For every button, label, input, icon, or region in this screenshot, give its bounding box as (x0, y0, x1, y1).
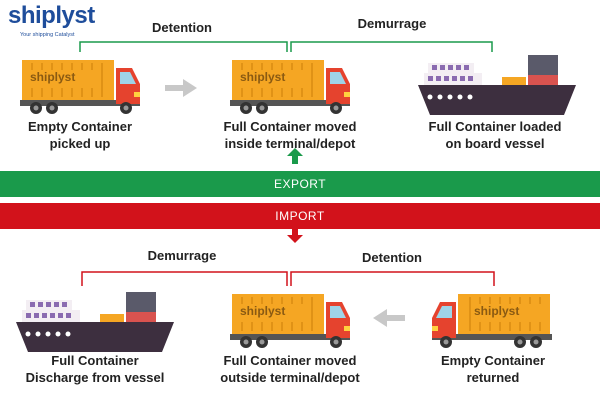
caption-line: Full Container loaded (428, 119, 562, 134)
import-detention-bracket (290, 271, 495, 286)
export-step3-caption: Full Container loaded on board vessel (410, 118, 580, 152)
export-demurrage-label: Demurrage (357, 16, 427, 31)
export-truck-empty-icon (19, 59, 141, 115)
container-brand-label: shiplyst (240, 304, 285, 318)
export-demurrage-bracket (290, 41, 493, 52)
caption-line: picked up (49, 136, 111, 151)
arrow-down-icon (287, 229, 303, 243)
container-brand-label: shiplyst (30, 70, 75, 84)
caption-line: Full Container (51, 353, 139, 368)
logo-tagline: Your shipping Catalyst (20, 32, 75, 38)
import-detention-label: Detention (362, 250, 422, 265)
caption-line: outside terminal/depot (220, 370, 360, 385)
arrow-right-icon (165, 79, 197, 97)
import-band: IMPORT (0, 203, 600, 229)
caption-line: returned (466, 370, 520, 385)
arrow-left-icon (373, 309, 405, 327)
logo-brand-text: shiplyst (8, 2, 95, 29)
caption-line: Full Container moved (223, 119, 357, 134)
shiplyst-logo: shiplyst Your shipping Catalyst (8, 2, 128, 40)
container-brand-label: shiplyst (240, 70, 285, 84)
export-detention-label: Detention (152, 20, 212, 35)
import-demurrage-bracket (81, 271, 288, 286)
import-step3-caption: Empty Container returned (418, 352, 568, 386)
export-step2-caption: Full Container moved inside terminal/dep… (205, 118, 375, 152)
caption-line: Full Container moved (223, 353, 357, 368)
export-ship-icon (418, 55, 576, 115)
arrow-up-icon (287, 148, 303, 164)
caption-line: inside terminal/depot (224, 136, 356, 151)
import-step2-caption: Full Container moved outside terminal/de… (205, 352, 375, 386)
export-step1-caption: Empty Container picked up (5, 118, 155, 152)
caption-line: Discharge from vessel (25, 370, 165, 385)
caption-line: Empty Container (440, 353, 545, 368)
import-truck-empty-icon (431, 293, 553, 349)
caption-line: Empty Container (27, 119, 132, 134)
import-truck-full-icon (229, 293, 351, 349)
export-truck-full-icon (229, 59, 351, 115)
import-ship-icon (16, 292, 174, 352)
container-brand-label: shiplyst (474, 304, 519, 318)
export-detention-bracket (79, 41, 288, 52)
export-band: EXPORT (0, 171, 600, 197)
import-step1-caption: Full Container Discharge from vessel (10, 352, 180, 386)
caption-line: on board vessel (445, 136, 545, 151)
import-demurrage-label: Demurrage (147, 248, 217, 263)
